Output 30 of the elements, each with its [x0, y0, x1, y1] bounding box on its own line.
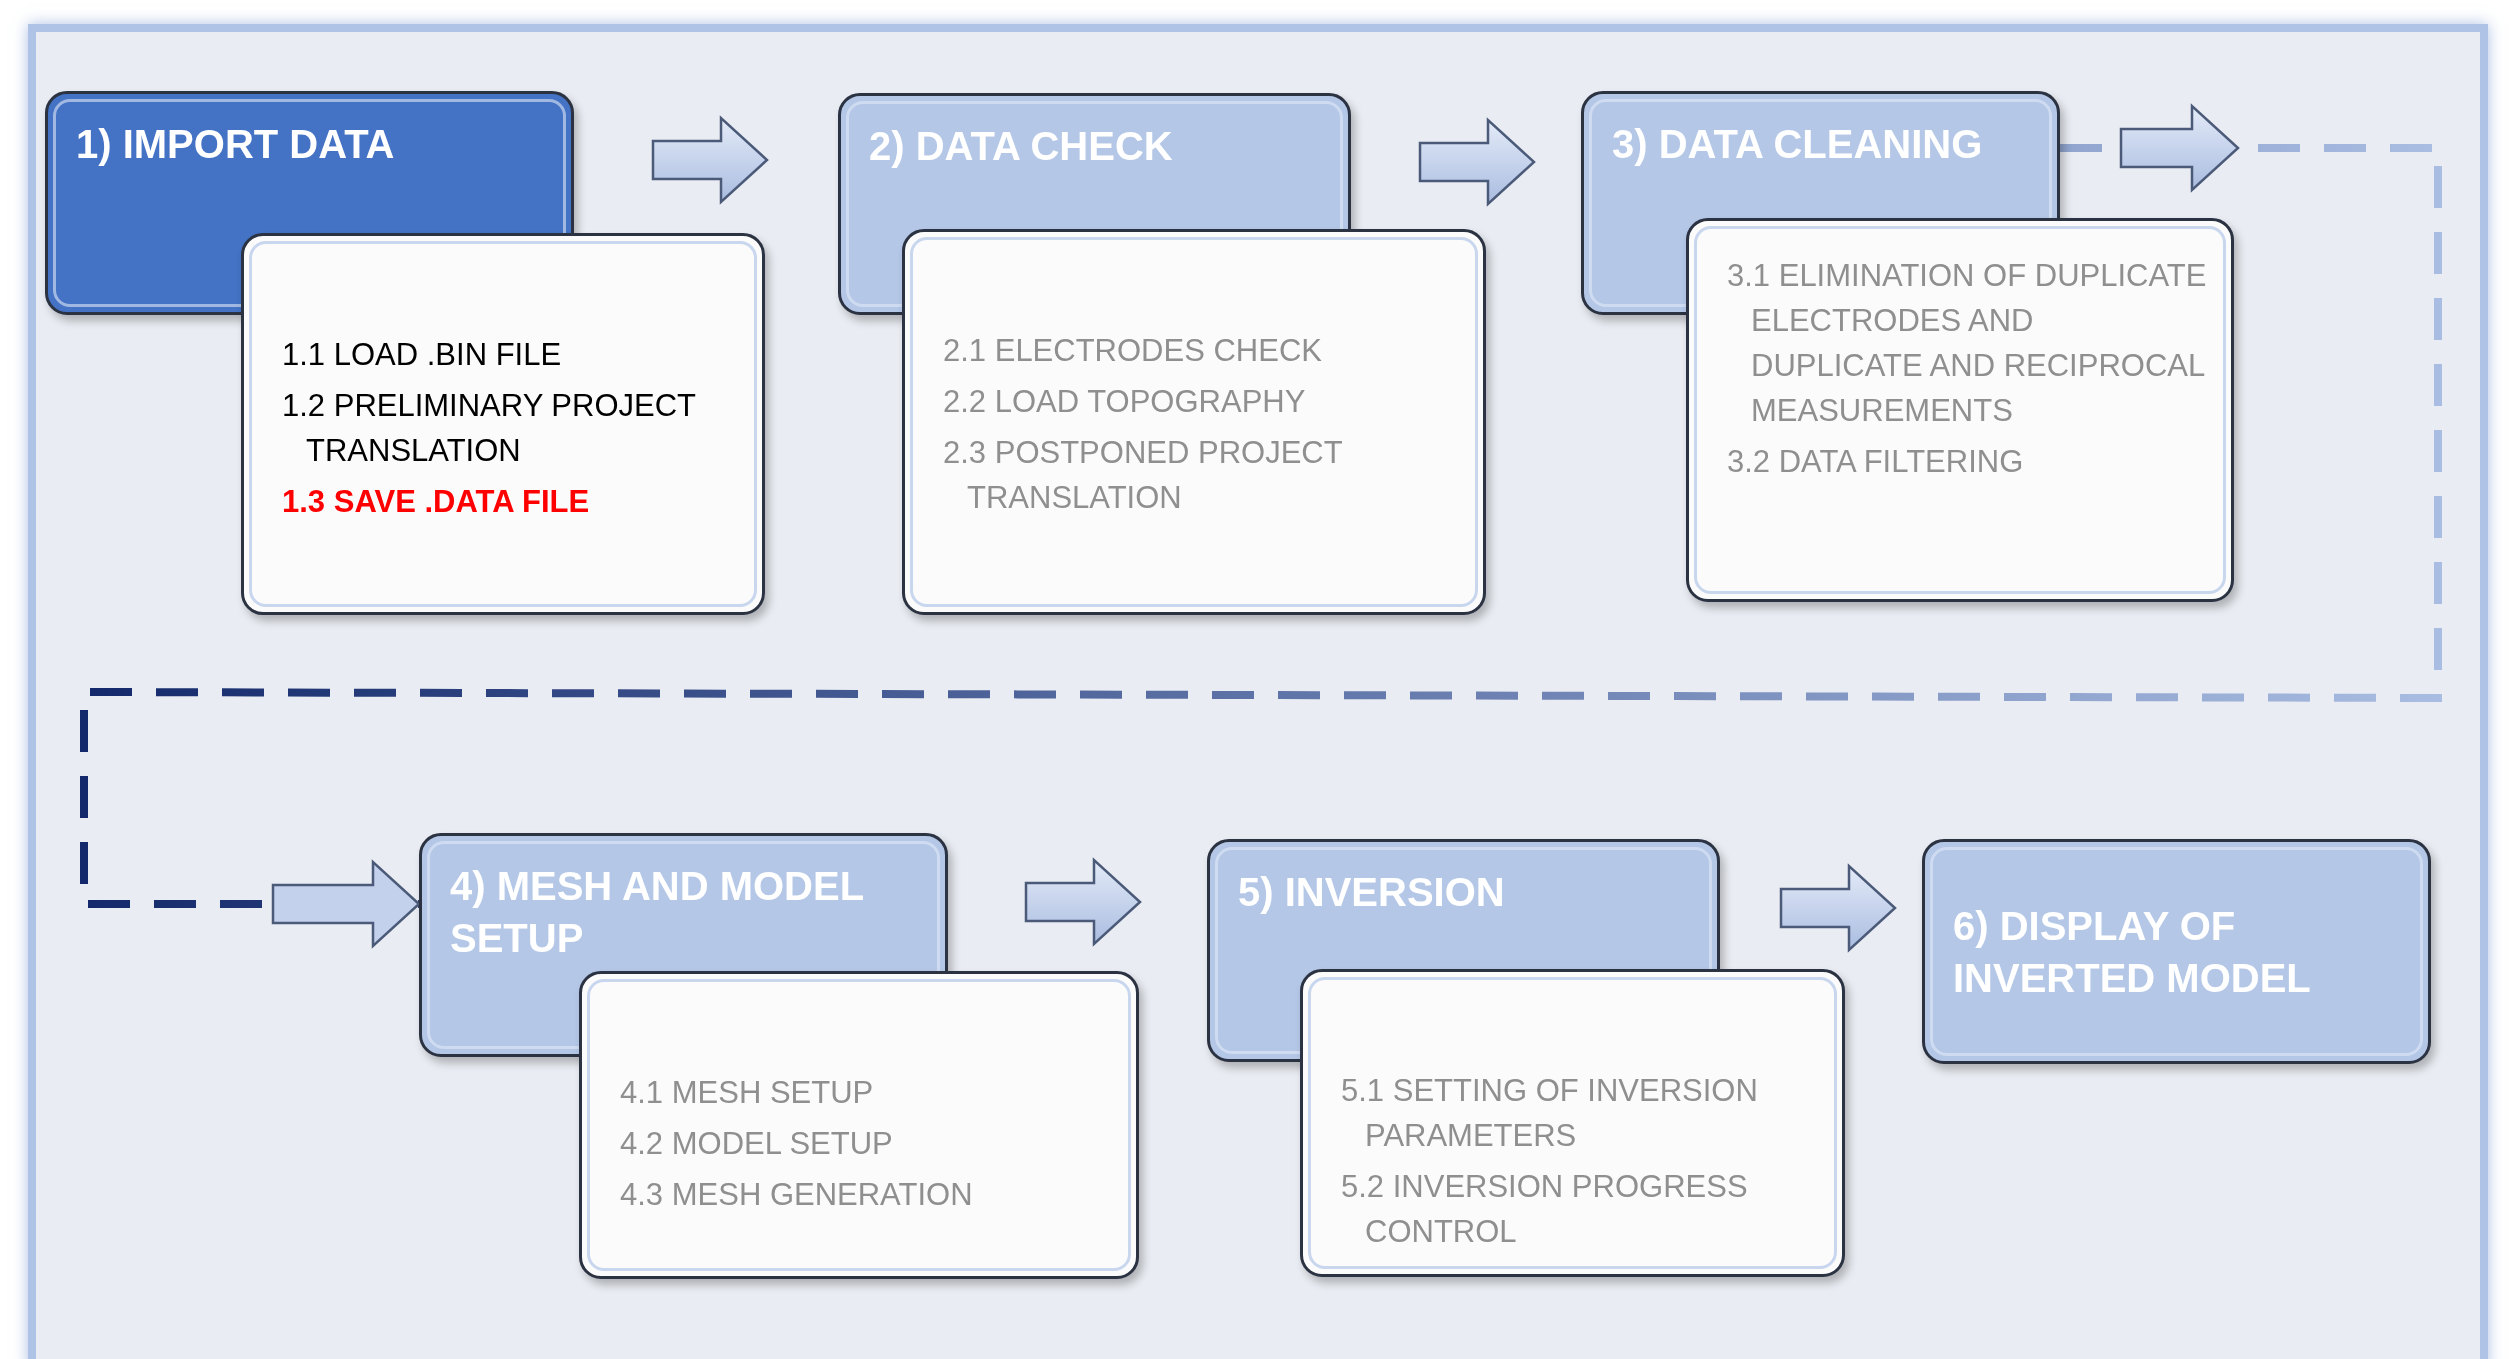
substep-box [241, 233, 765, 615]
step-title: 3) DATA CLEANING [1612, 121, 1984, 168]
step-header-box [1922, 839, 2431, 1064]
substep-box [1686, 218, 2234, 602]
substep-text: 3.1 ELIMINATION OF DUPLICATE ELECTRODES AND DUPLICATE AND RECIPROCAL MEASUREMENTS [1727, 257, 2208, 430]
substep-text: 5.1 SETTING OF INVERSION PARAMETERS [1341, 1072, 1759, 1155]
substep-text: 1.1 LOAD .BIN FILE [282, 336, 563, 374]
block-arrow [1418, 117, 1536, 207]
step-title: 4) MESH AND MODEL SETUP [450, 863, 865, 962]
substep-text: 2.3 POSTPONED PROJECT TRANSLATION [943, 434, 1344, 517]
substep-text: 2.1 ELECTRODES CHECK [943, 332, 1323, 370]
substep-text: 5.2 INVERSION PROGRESS CONTROL [1341, 1168, 1749, 1251]
substep-text: 3.2 DATA FILTERING [1727, 443, 2025, 481]
step-title: 2) DATA CHECK [869, 123, 1174, 170]
substep-text: 4.2 MODEL SETUP [620, 1125, 894, 1163]
substep-text: 4.3 MESH GENERATION [620, 1176, 974, 1214]
substep-box [902, 229, 1486, 615]
block-arrow [1024, 857, 1142, 947]
substep-text: 1.2 PRELIMINARY PROJECT TRANSLATION [282, 387, 697, 470]
block-arrow [1779, 863, 1897, 953]
dashed-connector-arrow [80, 103, 2442, 948]
step-title: 1) IMPORT DATA [76, 121, 396, 168]
substep-box [579, 971, 1139, 1279]
step-title: 6) DISPLAY OF INVERTED MODEL [1953, 902, 2312, 1002]
block-arrow [651, 115, 769, 205]
substep-text: 1.3 SAVE .DATA FILE [282, 483, 591, 521]
substep-text: 2.2 LOAD TOPOGRAPHY [943, 383, 1307, 421]
substep-box [1300, 969, 1845, 1277]
step-title: 5) INVERSION [1238, 869, 1506, 916]
substep-text: 4.1 MESH SETUP [620, 1074, 875, 1112]
